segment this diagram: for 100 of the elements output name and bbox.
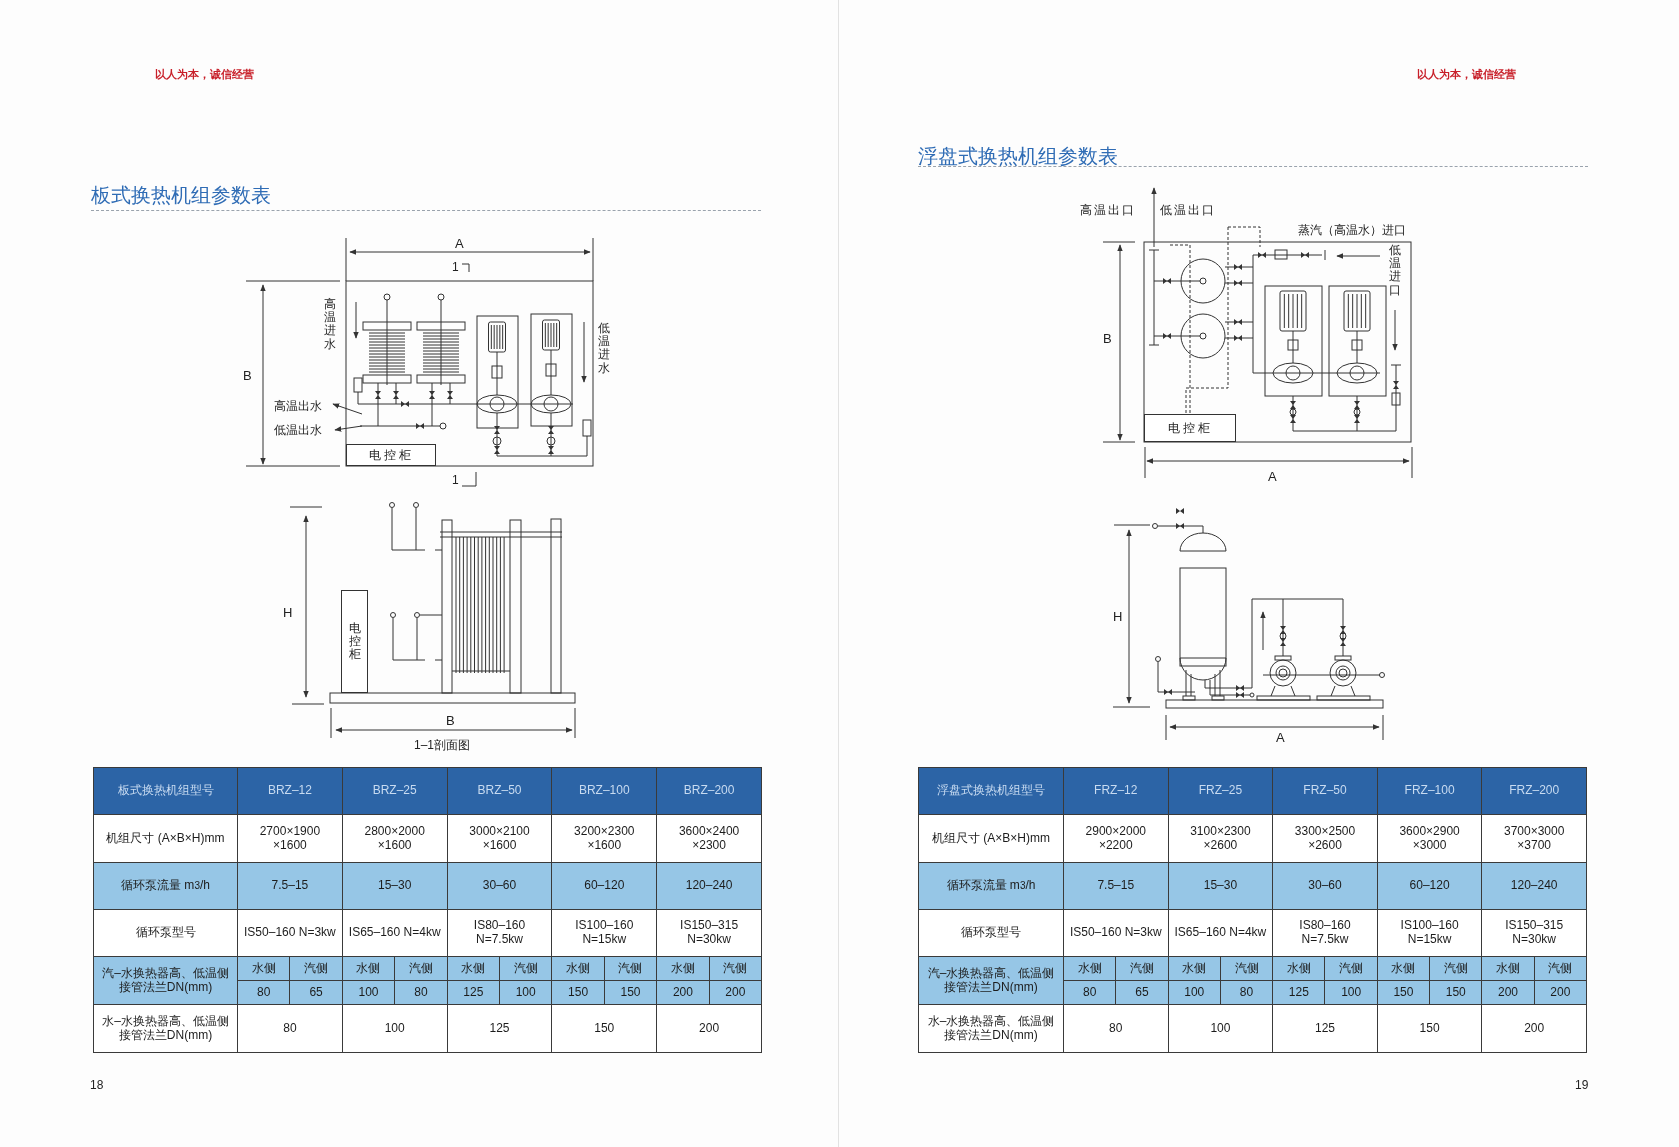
table-cell: 65 xyxy=(290,981,342,1004)
table-cell: 200 xyxy=(1482,981,1534,1004)
table-cell: 150 xyxy=(1377,981,1430,1004)
table-cell: BRZ–25 xyxy=(342,768,447,814)
dimension-label: B xyxy=(446,713,455,728)
table-cell: 120–240 xyxy=(1482,863,1586,909)
dimension-label: H xyxy=(283,605,293,620)
table-cell: 水–水换热器高、低温侧接管法兰DN(mm) xyxy=(94,1005,237,1052)
table-cell: IS50–160 N=3kw xyxy=(1064,910,1168,956)
table-cell: FRZ–25 xyxy=(1168,768,1273,814)
table-cell: 3100×2300 ×2600 xyxy=(1168,815,1273,862)
table-cell: 浮盘式换热机组型号 xyxy=(919,768,1063,814)
table-cell: 100 xyxy=(1325,981,1377,1004)
table-cell: 60–120 xyxy=(552,863,657,909)
table-cell: IS100–160 N=15kw xyxy=(552,910,657,956)
table-cell: 150 xyxy=(604,981,657,1004)
table-cell: 15–30 xyxy=(342,863,447,909)
flow-label: 低温出水 xyxy=(274,422,322,439)
table-cell: 3700×3000 ×3700 xyxy=(1482,815,1586,862)
table-cell: 水侧 xyxy=(1064,957,1116,980)
table-cell: 80 xyxy=(1064,1005,1168,1052)
section-mark-label: 1 xyxy=(452,473,459,487)
table-cell: 汽–水换热器高、低温侧接管法兰DN(mm) xyxy=(919,957,1063,1004)
table-cell: 80 xyxy=(1220,981,1273,1004)
table-cell: 水侧 xyxy=(1168,957,1220,980)
table-cell: 30–60 xyxy=(447,863,552,909)
table-cell: 汽侧 xyxy=(1116,957,1168,980)
dimension-label: H xyxy=(1113,609,1123,624)
table-cell: 100 xyxy=(342,981,395,1004)
table-cell: IS80–160 N=7.5kw xyxy=(1273,910,1377,956)
table-cell: BRZ–200 xyxy=(657,768,761,814)
dimension-label: B xyxy=(1103,331,1112,346)
table-cell: 汽侧 xyxy=(1534,957,1586,980)
table-cell: FRZ–12 xyxy=(1064,768,1168,814)
slogan-text: 以人为本，诚信经营 xyxy=(155,67,254,82)
view-caption: 1–1剖面图 xyxy=(414,737,471,754)
table-cell: 汽侧 xyxy=(1430,957,1482,980)
table-cell: 125 xyxy=(447,1005,552,1052)
table-cell: 200 xyxy=(709,981,761,1004)
table-cell: 100 xyxy=(1168,981,1220,1004)
table-cell: 循环泵型号 xyxy=(94,910,237,956)
table-cell: 150 xyxy=(552,981,604,1004)
flow-label: 低温进口 xyxy=(1389,244,1401,297)
table-cell: 120–240 xyxy=(657,863,761,909)
section-title: 板式换热机组参数表 xyxy=(91,183,271,208)
table-cell: 汽侧 xyxy=(709,957,761,980)
table-cell: 汽侧 xyxy=(604,957,657,980)
table-cell: 机组尺寸 (A×B×H)mm xyxy=(919,815,1063,862)
table-cell: 水侧 xyxy=(1482,957,1534,980)
table-cell: 65 xyxy=(1116,981,1168,1004)
dimension-label: A xyxy=(1268,469,1277,484)
table-cell: 水侧 xyxy=(238,957,290,980)
flow-label: 高温出水 xyxy=(274,398,322,415)
table-cell: 3300×2500 ×2600 xyxy=(1273,815,1377,862)
table-cell: 30–60 xyxy=(1273,863,1377,909)
flow-label: 低温出口 xyxy=(1160,202,1216,219)
table-cell: 3600×2900 ×3000 xyxy=(1377,815,1482,862)
control-cabinet-box: 电控柜 xyxy=(341,590,368,693)
table-cell: 7.5–15 xyxy=(1064,863,1168,909)
table-cell: 200 xyxy=(657,981,709,1004)
table-cell: 80 xyxy=(238,1005,342,1052)
table-cell: 150 xyxy=(552,1005,657,1052)
flow-label: 蒸汽（高温水）进口 xyxy=(1298,222,1406,239)
table-cell: 200 xyxy=(657,1005,761,1052)
dimension-label: B xyxy=(243,368,252,383)
table-cell: 水侧 xyxy=(1273,957,1325,980)
table-cell: 2800×2000 ×1600 xyxy=(342,815,447,862)
dimension-label: A xyxy=(1276,730,1285,745)
table-cell: 60–120 xyxy=(1377,863,1482,909)
table-cell: 125 xyxy=(1273,1005,1377,1052)
table-cell: 水侧 xyxy=(342,957,395,980)
table-cell: IS65–160 N=4kw xyxy=(1168,910,1273,956)
page-number: 19 xyxy=(1575,1078,1589,1092)
table-cell: IS100–160 N=15kw xyxy=(1377,910,1482,956)
dimension-label: A xyxy=(455,236,464,251)
table-cell: 水侧 xyxy=(1377,957,1430,980)
table-cell: 汽侧 xyxy=(1325,957,1377,980)
table-cell: 150 xyxy=(1430,981,1482,1004)
table-cell: 100 xyxy=(1168,1005,1273,1052)
table-cell: 2700×1900 ×1600 xyxy=(238,815,342,862)
table-cell: 汽侧 xyxy=(290,957,342,980)
table-cell: 125 xyxy=(447,981,499,1004)
flow-label: 低温进水 xyxy=(598,322,610,375)
table-cell: 水侧 xyxy=(447,957,499,980)
page-number: 18 xyxy=(90,1078,104,1092)
table-cell: FRZ–50 xyxy=(1273,768,1377,814)
table-cell: 汽侧 xyxy=(395,957,447,980)
table-cell: 汽侧 xyxy=(1220,957,1273,980)
control-cabinet-box: 电控柜 xyxy=(1144,414,1236,442)
table-cell: BRZ–50 xyxy=(447,768,552,814)
table-cell: 水–水换热器高、低温侧接管法兰DN(mm) xyxy=(919,1005,1063,1052)
table-cell: IS150–315 N=30kw xyxy=(657,910,761,956)
table-cell: 3200×2300 ×1600 xyxy=(552,815,657,862)
table-cell: 循环泵型号 xyxy=(919,910,1063,956)
table-cell: IS50–160 N=3kw xyxy=(238,910,342,956)
table-cell: BRZ–12 xyxy=(238,768,342,814)
table-cell: 水侧 xyxy=(552,957,604,980)
table-cell: 125 xyxy=(1273,981,1325,1004)
table-cell: 7.5–15 xyxy=(238,863,342,909)
table-cell: IS150–315 N=30kw xyxy=(1482,910,1586,956)
